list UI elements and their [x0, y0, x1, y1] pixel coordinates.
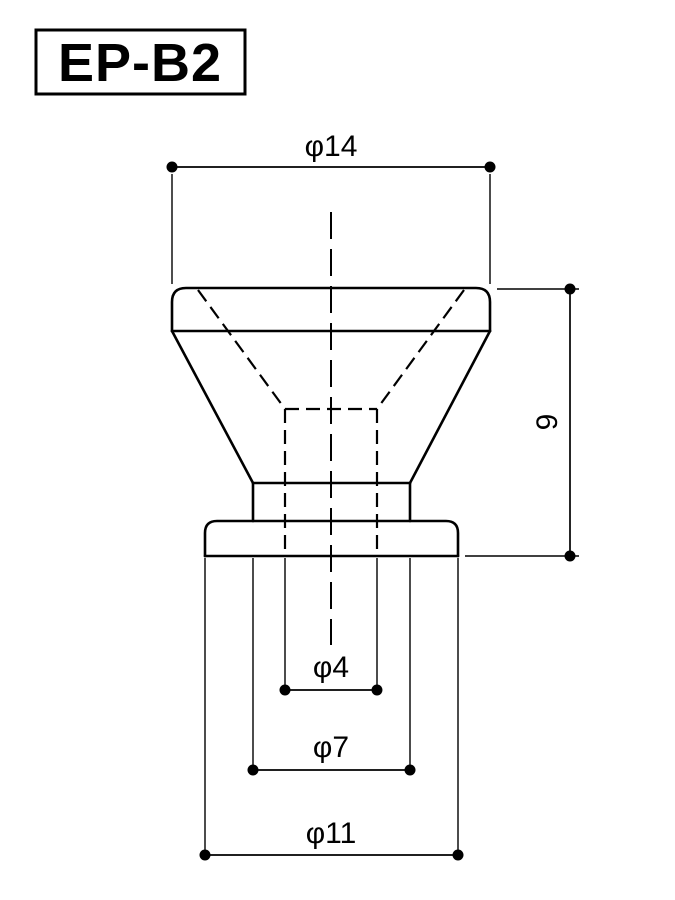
- dimension-top-diameter: φ14: [166, 130, 496, 284]
- countersink-left-edge: [197, 289, 286, 410]
- countersink-right-edge: [376, 289, 465, 410]
- dimension-dot: [564, 283, 576, 295]
- dimension-dot: [452, 849, 464, 861]
- dimension-dot: [279, 684, 291, 696]
- part-label-frame: [34, 28, 247, 96]
- cone-right-edge: [408, 329, 492, 485]
- dimension-dot: [199, 849, 211, 861]
- dimension-height: 9: [465, 283, 579, 562]
- dimension-dot: [166, 161, 178, 173]
- dimension-top-diameter-label: φ14: [305, 130, 358, 163]
- flange-outline: [203, 519, 460, 558]
- part-label-text: EP-B2: [58, 33, 222, 93]
- dimension-dot: [247, 764, 259, 776]
- dimension-height-label: 9: [531, 414, 564, 431]
- dimension-stem-diameter: φ7: [247, 558, 416, 776]
- cone-left-edge: [170, 329, 255, 485]
- dimension-hole-diameter: φ4: [279, 558, 383, 696]
- dimension-hole-diameter-label: φ4: [313, 651, 349, 684]
- dimension-flange-diameter-label: φ11: [306, 817, 357, 850]
- dimension-dot: [404, 764, 416, 776]
- dimension-flange-diameter: φ11: [199, 558, 464, 861]
- dimension-dot: [564, 550, 576, 562]
- hidden-countersink-lines: [197, 289, 465, 556]
- dimension-dot: [371, 684, 383, 696]
- part-label-box: EP-B2: [34, 28, 247, 96]
- dimension-dot: [484, 161, 496, 173]
- part-outline: [170, 286, 492, 558]
- dimension-stem-diameter-label: φ7: [313, 731, 349, 764]
- head-top-rim: [170, 286, 492, 333]
